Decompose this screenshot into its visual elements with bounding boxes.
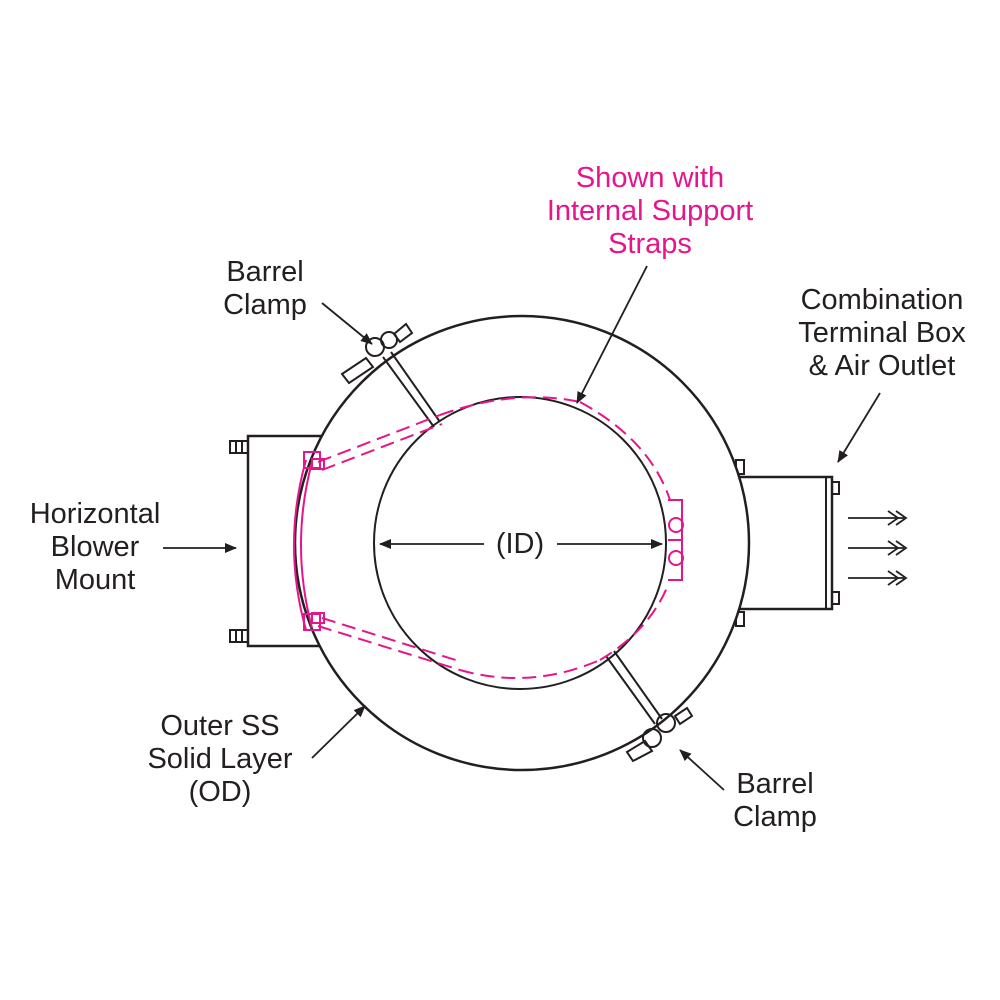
- barrel-clamp-bottom-label: Barrel Clamp: [733, 768, 817, 833]
- straps-leader-arrow: [576, 265, 648, 404]
- terminal-box: [735, 459, 840, 627]
- hex-bolt-icon: [229, 629, 249, 643]
- hex-bolt-icon: [229, 440, 249, 454]
- internal-support-straps: [293, 396, 684, 679]
- terminal-box-leader-arrow: [837, 392, 881, 463]
- clamp-top-leader-arrow: [321, 302, 373, 345]
- inner-diameter-circle: [373, 396, 667, 690]
- terminal-box-label: Combination Terminal Box & Air Outlet: [798, 284, 966, 382]
- outer-layer-leader-arrow: [311, 705, 366, 759]
- barrel-clamp-top-label: Barrel Clamp: [223, 256, 307, 321]
- barrel-clamp-bottom: [605, 650, 694, 763]
- double-chevron-airflow-icon: [848, 510, 908, 586]
- internal-straps-label: Shown with Internal Support Straps: [546, 162, 754, 260]
- clamp-bottom-leader-arrow: [679, 749, 725, 791]
- inner-diameter-label: (ID): [495, 528, 545, 560]
- blower-mount-label: Horizontal Blower Mount: [29, 498, 161, 596]
- outer-layer-label: Outer SS Solid Layer (OD): [147, 710, 293, 808]
- barrel-clamp-top: [340, 322, 441, 428]
